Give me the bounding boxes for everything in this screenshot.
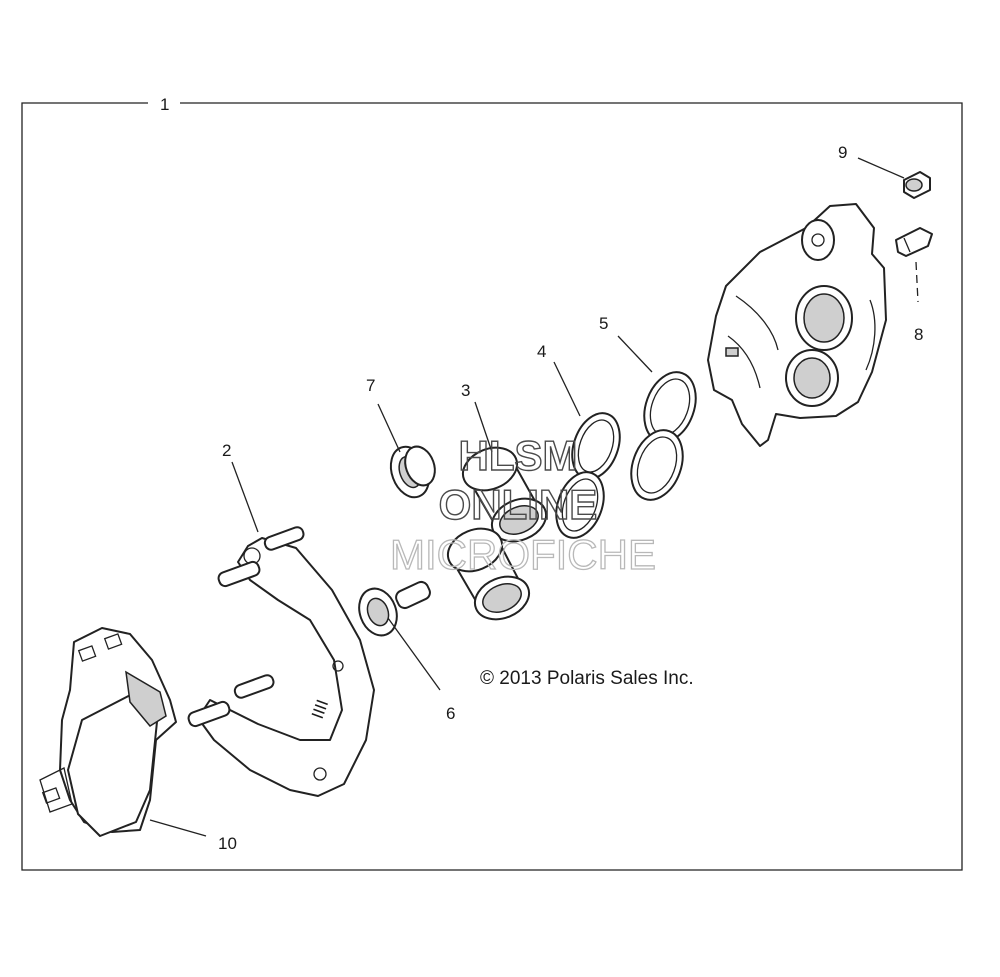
callout-10: 10 — [218, 834, 237, 853]
callout-7: 7 — [366, 376, 375, 395]
brake-pad-set — [39, 627, 177, 837]
piston-seal-lower — [555, 471, 605, 539]
watermark-line-2: ONLINE — [439, 481, 598, 528]
watermark-line-1: HLSM — [459, 432, 578, 479]
assembly-frame — [21, 102, 963, 871]
square-seal-lower — [630, 429, 684, 501]
callout-3: 3 — [461, 381, 470, 400]
bleeder-cap — [903, 171, 931, 199]
caliper-bracket: IIII — [187, 526, 375, 797]
bleeder-screw — [895, 227, 933, 303]
watermark: HLSM ONLINE MICROFICHE — [389, 431, 656, 578]
svg-text:IIII: IIII — [308, 697, 332, 721]
guide-pin-lower — [358, 580, 431, 637]
callout-4: 4 — [537, 342, 546, 361]
watermark-line-3: MICROFICHE — [390, 531, 656, 578]
callout-8: 8 — [914, 325, 923, 344]
copyright-notice: © 2013 Polaris Sales Inc. — [480, 668, 694, 689]
callout-9: 9 — [838, 143, 847, 162]
guide-pin-boot-upper — [389, 445, 436, 499]
callout-1: 1 — [160, 95, 169, 114]
piston-lower — [446, 527, 531, 621]
callout-5: 5 — [599, 314, 608, 333]
caliper-housing — [707, 203, 887, 447]
callout-6: 6 — [446, 704, 455, 723]
callout-2: 2 — [222, 441, 231, 460]
leader-lines — [149, 157, 905, 837]
